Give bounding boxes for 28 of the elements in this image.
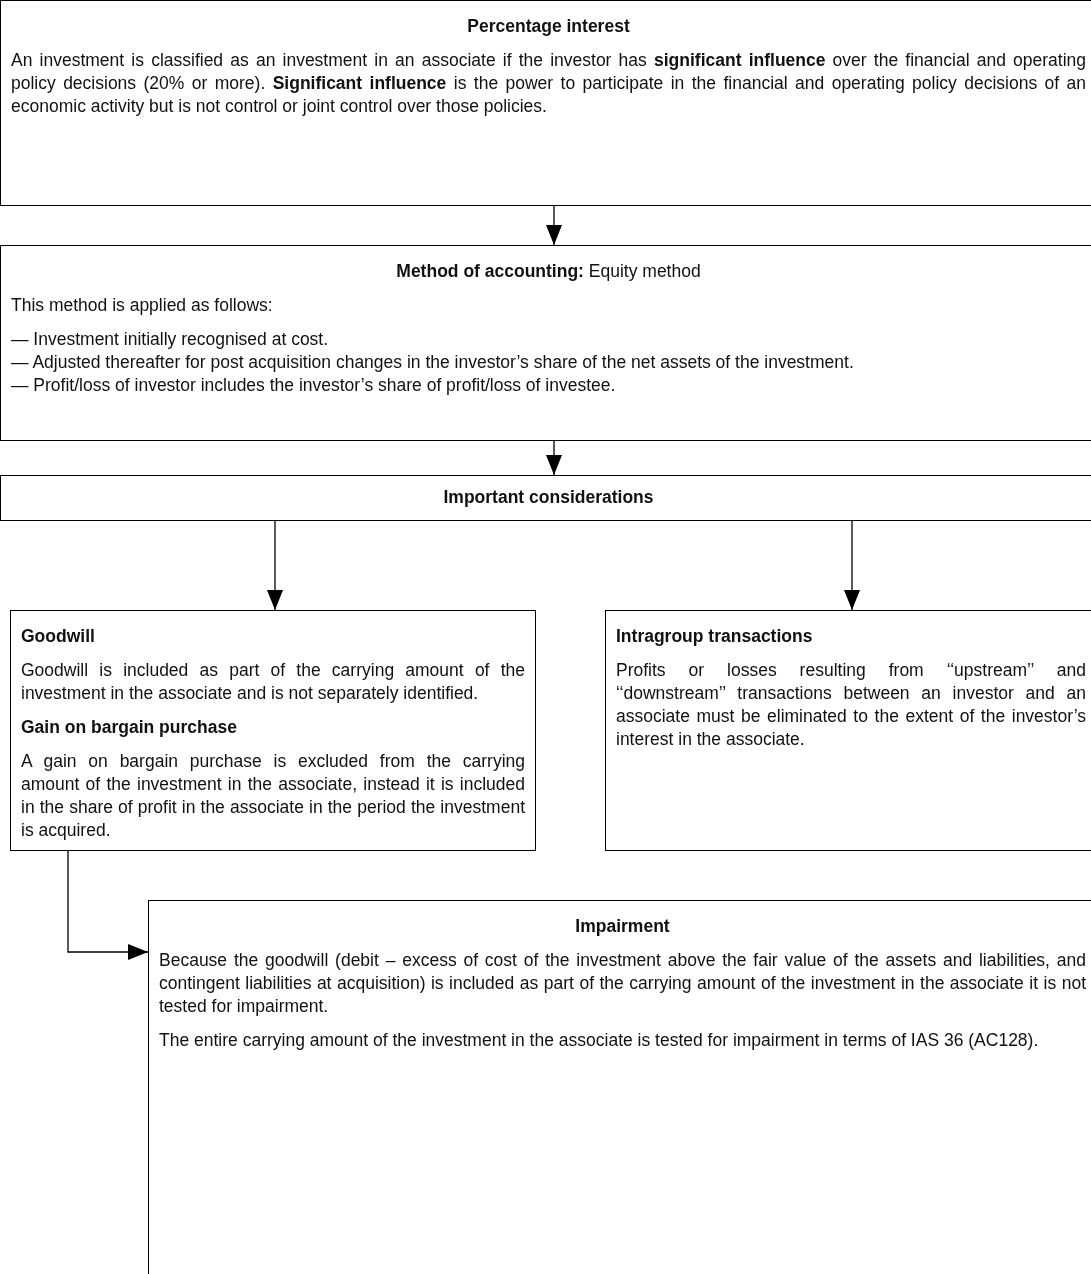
box-heading: Impairment <box>574 915 671 938</box>
text-box <box>605 610 1091 851</box>
arrow <box>267 520 283 611</box>
arrow <box>844 520 860 611</box>
text-box <box>148 900 1091 1274</box>
text-box <box>0 475 1091 521</box>
body-text: Goodwill is included as part of the carrying amount of the investment in the associate and is not separately identified. <box>21 659 525 705</box>
box-heading: Goodwill <box>21 625 96 648</box>
body-text: A gain on bargain purchase is excluded from the carrying amount of the investment in the associate, instead it is included in the share of profit in the associate in the period the investment is acquired. <box>21 750 525 842</box>
body-text: The entire carrying amount of the investment in the associate is tested for impairment in terms of IAS 36 (AC128). <box>159 1029 1040 1052</box>
body-text: An investment is classified as an investment in an associate if the investor has significant influence over the financial and operating policy decisions (20% or more). Significant influence is the power to participate in the financial and operating policy decisions of an economic activity but is not control or joint control over those policies. <box>11 49 1086 118</box>
box-heading: Important considerations <box>442 486 655 509</box>
arrow <box>546 205 562 246</box>
body-text: Because the goodwill (debit – excess of cost of the investment above the fair value of the assets and liabilities, and contingent liabilities at acquisition) is included as part of the carrying amount of the investment in the associate it is not tested for impairment. <box>159 949 1086 1018</box>
bullet-item: — Investment initially recognised at cost. <box>11 328 330 351</box>
text-box <box>0 0 1091 206</box>
body-text: Profits or losses resulting from ‘‘upstream’’ and ‘‘downstream’’ transactions between an investor and an associate must be eliminated to the extent of the investor’s interest in the associate. <box>616 659 1086 751</box>
text-box <box>0 245 1091 441</box>
box-heading: Percentage interest <box>466 15 631 38</box>
body-text: This method is applied as follows: <box>11 294 274 317</box>
arrow <box>67 850 149 960</box>
bullet-item: — Profit/loss of investor includes the investor’s share of profit/loss of investee. <box>11 374 617 397</box>
arrow <box>546 440 562 476</box>
text-box <box>10 610 536 851</box>
box-heading: Method of accounting: Equity method <box>395 260 702 283</box>
box-heading: Gain on bargain purchase <box>21 716 238 739</box>
box-heading: Intragroup transactions <box>616 625 814 648</box>
bullet-item: — Adjusted thereafter for post acquisition changes in the investor’s share of the net assets of the investment. <box>11 351 855 374</box>
